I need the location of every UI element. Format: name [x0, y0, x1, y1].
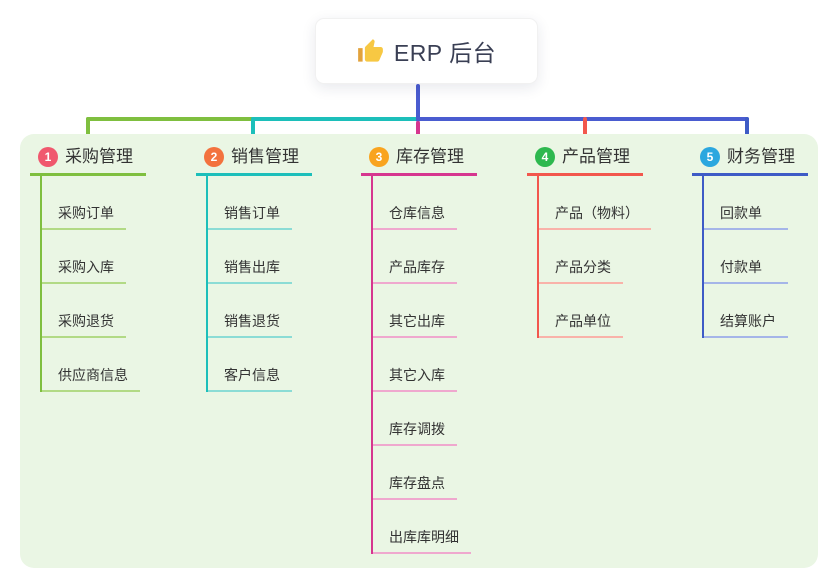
branch-title-sales[interactable]: 2 销售管理	[196, 144, 312, 176]
connector-horizontal-sales	[251, 117, 420, 121]
child-node-purchase-return[interactable]: 采购退货	[42, 284, 126, 338]
child-node-purchase-inbound[interactable]: 采购入库	[42, 230, 126, 284]
child-node-other-inbound[interactable]: 其它入库	[373, 338, 457, 392]
child-node-other-outbound[interactable]: 其它出库	[373, 284, 457, 338]
connector-horizontal-finance	[416, 117, 749, 121]
branch-sales-management: 2 销售管理 销售订单 销售出库 销售退货 客户信息	[196, 144, 312, 392]
branch-finance-management: 5 财务管理 回款单 付款单 结算账户	[692, 144, 808, 338]
badge-5: 5	[700, 147, 720, 167]
child-node-sales-return[interactable]: 销售退货	[208, 284, 292, 338]
child-node-inout-detail[interactable]: 出库库明细	[373, 500, 471, 554]
child-node-product-stock[interactable]: 产品库存	[373, 230, 457, 284]
child-node-product-material[interactable]: 产品（物料）	[539, 176, 651, 230]
child-node-settlement-account[interactable]: 结算账户	[704, 284, 788, 338]
thumbs-up-icon	[357, 38, 383, 62]
branch-label: 销售管理	[231, 147, 299, 166]
child-node-product-category[interactable]: 产品分类	[539, 230, 623, 284]
child-node-product-unit[interactable]: 产品单位	[539, 284, 623, 338]
child-node-supplier-info[interactable]: 供应商信息	[42, 338, 140, 392]
branch-label: 库存管理	[396, 147, 464, 166]
branch-label: 财务管理	[727, 147, 795, 166]
badge-2: 2	[204, 147, 224, 167]
branch-label: 采购管理	[65, 147, 133, 166]
canvas-panel	[20, 134, 818, 568]
connector-root-vertical	[416, 84, 420, 122]
children-inventory: 仓库信息 产品库存 其它出库 其它入库 库存调拨 库存盘点 出库库明细	[371, 176, 477, 554]
branch-title-finance[interactable]: 5 财务管理	[692, 144, 808, 176]
child-node-warehouse-info[interactable]: 仓库信息	[373, 176, 457, 230]
badge-1: 1	[38, 147, 58, 167]
children-sales: 销售订单 销售出库 销售退货 客户信息	[206, 176, 312, 392]
branch-purchase-management: 1 采购管理 采购订单 采购入库 采购退货 供应商信息	[30, 144, 146, 392]
root-title: ERP 后台	[393, 40, 497, 66]
children-purchase: 采购订单 采购入库 采购退货 供应商信息	[40, 176, 146, 392]
branch-title-product[interactable]: 4 产品管理	[527, 144, 643, 176]
badge-4: 4	[535, 147, 555, 167]
root-node-erp-backend[interactable]: ERP 后台	[315, 18, 538, 84]
child-node-stock-taking[interactable]: 库存盘点	[373, 446, 457, 500]
child-node-purchase-order[interactable]: 采购订单	[42, 176, 126, 230]
child-node-stock-transfer[interactable]: 库存调拨	[373, 392, 457, 446]
child-node-receipt-doc[interactable]: 回款单	[704, 176, 788, 230]
children-product: 产品（物料） 产品分类 产品单位	[537, 176, 651, 338]
branch-title-inventory[interactable]: 3 库存管理	[361, 144, 477, 176]
badge-3: 3	[369, 147, 389, 167]
child-node-payment-doc[interactable]: 付款单	[704, 230, 788, 284]
branch-inventory-management: 3 库存管理 仓库信息 产品库存 其它出库 其它入库 库存调拨 库存盘点 出库库…	[361, 144, 477, 554]
child-node-customer-info[interactable]: 客户信息	[208, 338, 292, 392]
branch-product-management: 4 产品管理 产品（物料） 产品分类 产品单位	[527, 144, 651, 338]
branch-title-purchase[interactable]: 1 采购管理	[30, 144, 146, 176]
child-node-sales-outbound[interactable]: 销售出库	[208, 230, 292, 284]
branch-label: 产品管理	[562, 147, 630, 166]
child-node-sales-order[interactable]: 销售订单	[208, 176, 292, 230]
children-finance: 回款单 付款单 结算账户	[702, 176, 808, 338]
